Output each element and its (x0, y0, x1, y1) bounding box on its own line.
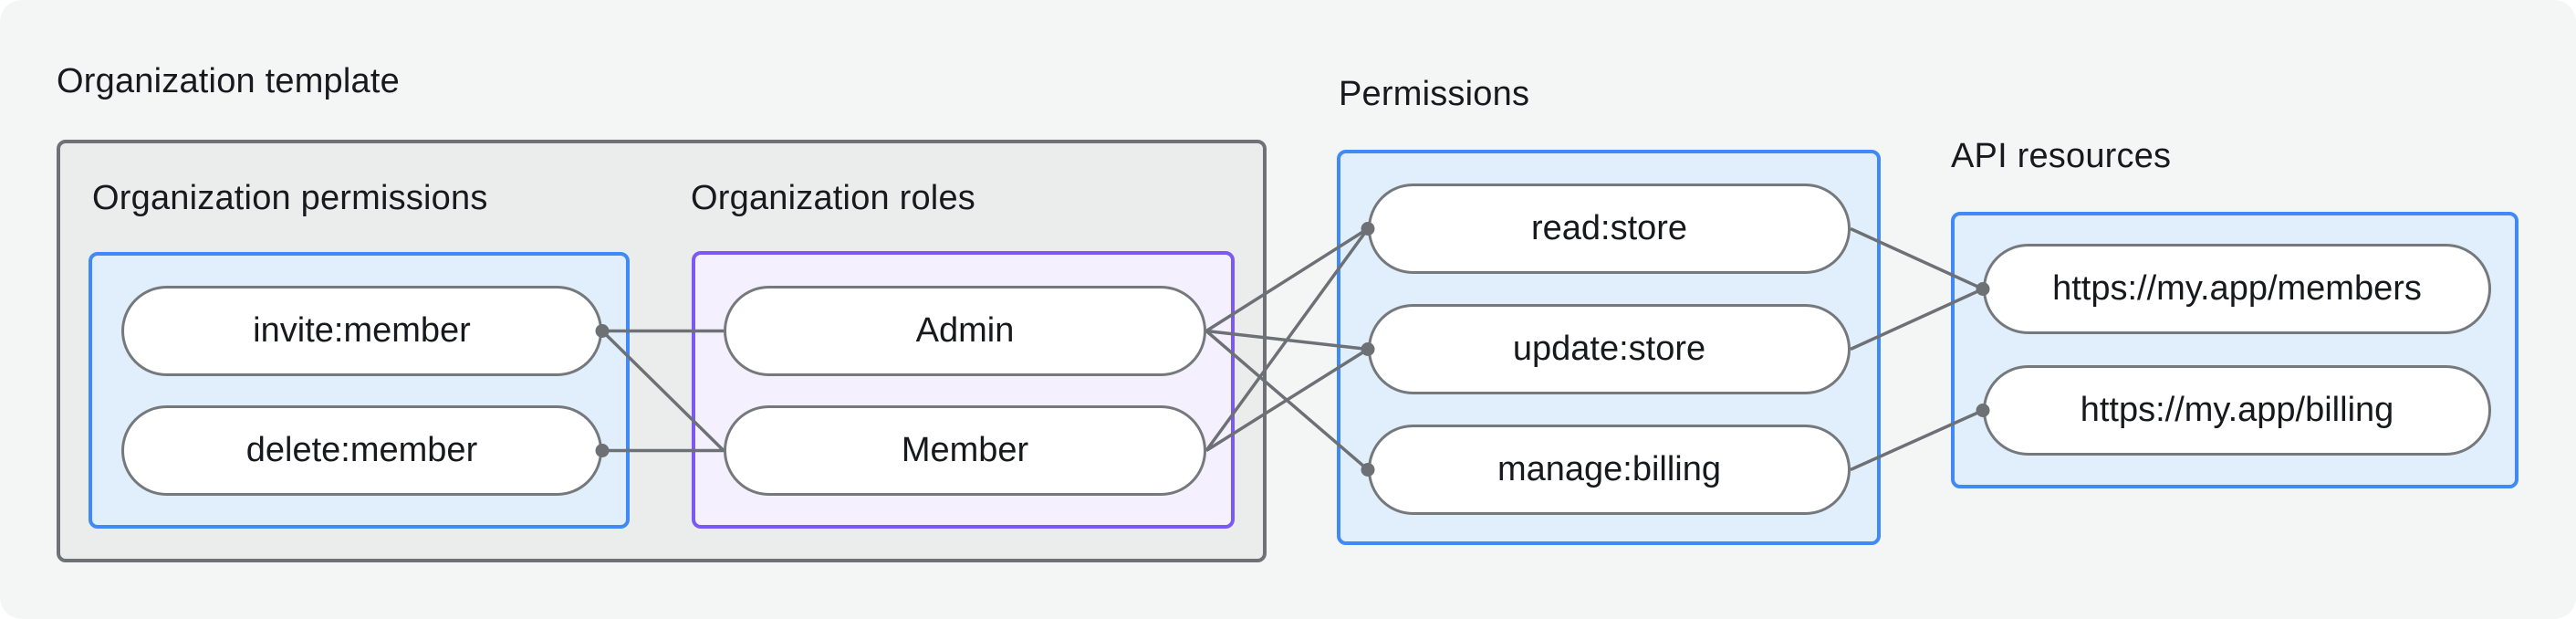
node-update-store: update:store (1368, 304, 1851, 394)
node-role-admin: Admin (724, 286, 1206, 376)
organization-roles-label: Organization roles (691, 179, 975, 217)
api-resources-title: API resources (1951, 137, 2172, 175)
organization-permissions-label: Organization permissions (92, 179, 488, 217)
node-api-members: https://my.app/members (1983, 244, 2491, 334)
node-manage-billing: manage:billing (1368, 425, 1851, 515)
organization-template-title: Organization template (57, 62, 400, 100)
node-delete-member: delete:member (121, 405, 602, 496)
node-role-member: Member (724, 405, 1206, 496)
node-api-billing: https://my.app/billing (1983, 365, 2491, 456)
permissions-title: Permissions (1339, 75, 1530, 113)
node-read-store: read:store (1368, 184, 1851, 274)
node-invite-member: invite:member (121, 286, 602, 376)
